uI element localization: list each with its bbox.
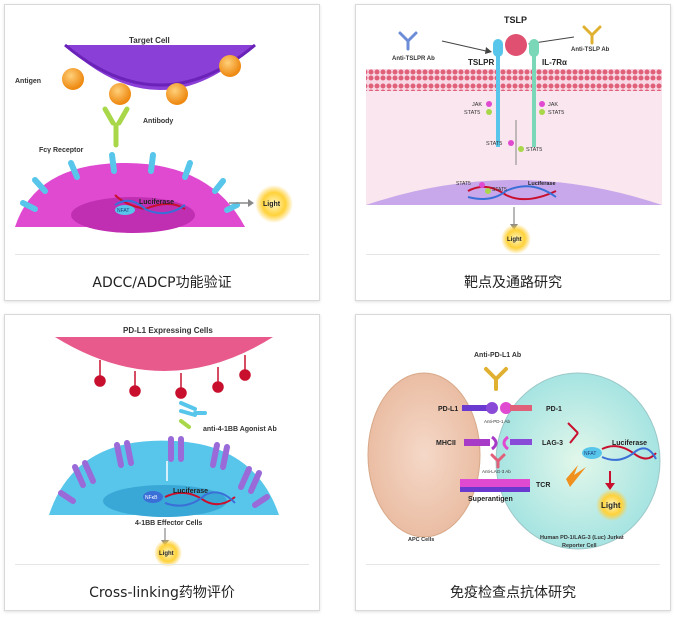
anti-tslp-label: Anti-TSLP Ab — [571, 47, 610, 53]
4-1bb-receptors — [58, 436, 270, 508]
anti-pdl1-label: Anti-PD-L1 Ab — [474, 352, 521, 359]
superantigen-bar — [460, 479, 530, 487]
luciferase-label: Luciferase — [173, 488, 208, 495]
card-caption: ADCC/ADCP功能验证 — [92, 275, 232, 291]
il7ra-label: IL-7Rα — [542, 58, 567, 67]
light-label: Light — [601, 501, 621, 510]
card-checkpoint[interactable]: Anti-PD-L1 Ab PD-L1 PD-1 Anti-PD-1 Ab MH… — [355, 314, 671, 611]
stat5-left-label: STAT5 — [464, 110, 480, 116]
nfat-label: NFAT — [117, 208, 129, 214]
agonist-label: anti-4-1BB Agonist Ab — [203, 426, 277, 433]
stat5-right-label: STAT5 — [548, 110, 564, 116]
mhcii-bar — [464, 439, 490, 446]
jurkat-label-1: Human PD-1/LAG-3 (Luc) Jurkat — [540, 535, 624, 541]
antibody-label: Antibody — [143, 118, 173, 125]
tslpr-receptor — [493, 39, 503, 147]
pdl1-ligands — [94, 355, 251, 399]
card-pathway[interactable]: TSLP Anti-TSLPR Ab Anti-TSLP Ab TSLPR IL… — [355, 4, 671, 301]
pd1-bar — [510, 405, 532, 411]
nucleus-shape — [366, 180, 662, 205]
stat5-mid-a-label: STAT5 — [486, 141, 502, 147]
card-caption: 靶点及通路研究 — [464, 275, 562, 291]
card-divider — [366, 564, 660, 565]
pdl1-cells-label: PD-L1 Expressing Cells — [123, 326, 213, 335]
light-glow — [154, 539, 182, 567]
stat5-nuc-b-label: STAT5 — [492, 187, 507, 193]
tslp-ball — [505, 34, 527, 56]
card-divider — [15, 564, 309, 565]
jak-right-label: JAK — [548, 102, 558, 108]
jak-left-label: JAK — [472, 102, 482, 108]
luciferase-label: Luciferase — [528, 181, 556, 187]
card-caption: 免疫检查点抗体研究 — [450, 585, 576, 601]
anti-tslpr-icon — [398, 31, 418, 51]
apc-label: APC Cells — [408, 537, 434, 543]
card-divider — [15, 254, 309, 255]
card-adcc[interactable]: Target Cell Antigen Antibody Fcγ Recepto… — [4, 4, 320, 301]
agonist-antibody-icon — [179, 401, 207, 429]
effector-label: 4-1BB Effector Cells — [135, 520, 202, 527]
anti-tslp-icon — [582, 25, 602, 45]
membrane — [366, 69, 662, 91]
jurkat-cell — [495, 372, 661, 550]
pdl1-label: PD-L1 — [438, 406, 458, 413]
card-caption: Cross-linking药物评价 — [89, 585, 235, 601]
adcc-diagram: Target Cell Antigen Antibody Fcγ Recepto… — [15, 36, 293, 233]
antigen-label: Antigen — [15, 78, 41, 85]
anti-lag3-label: Anti-LAG-3 Ab — [482, 469, 511, 474]
lag3-bar — [510, 439, 532, 445]
card-crosslinking[interactable]: PD-L1 Expressing Cells anti-4-1BB Agonis… — [4, 314, 320, 611]
antigen-orbs — [62, 55, 241, 105]
tcr-label: TCR — [536, 482, 550, 489]
anti-pdl1-icon — [484, 367, 508, 391]
light-glow — [255, 185, 293, 223]
pdl1-cell-shape — [55, 337, 273, 371]
light-label: Light — [159, 551, 174, 557]
pdl1-bar — [462, 405, 490, 411]
tslp-label: TSLP — [504, 15, 527, 25]
light-glow — [596, 489, 628, 521]
target-cell-label: Target Cell — [129, 36, 170, 45]
stat5-mid-b-label: STAT5 — [526, 147, 542, 153]
anti-tslpr-label: Anti-TSLPR Ab — [392, 56, 435, 62]
light-glow — [501, 224, 531, 254]
fc-receptor-label: Fcγ Receptor — [39, 147, 84, 154]
apc-cell — [367, 372, 481, 538]
fc-receptors — [20, 152, 240, 213]
luciferase-label: Luciferase — [139, 199, 174, 206]
anti-pd1-label: Anti-PD-1 Ab — [484, 419, 511, 424]
nfat-label: NFAT — [584, 451, 596, 457]
antibody-icon — [102, 106, 130, 148]
card-divider — [366, 254, 660, 255]
pd1-label: PD-1 — [546, 406, 562, 413]
stat5-nuc-a-label: STAT5 — [456, 181, 471, 187]
superantigen-label: Superantigen — [468, 496, 513, 503]
target-cell-shape — [65, 45, 255, 90]
mhcii-label: MHCII — [436, 440, 456, 447]
jurkat-label-2: Reporter Cell — [562, 543, 597, 549]
tslpr-label: TSLPR — [468, 58, 494, 67]
checkpoint-diagram: Anti-PD-L1 Ab PD-L1 PD-1 Anti-PD-1 Ab MH… — [367, 352, 661, 550]
il7ra-receptor — [529, 39, 539, 147]
anti-lag3-icon — [490, 453, 506, 469]
pathway-diagram: TSLP Anti-TSLPR Ab Anti-TSLP Ab TSLPR IL… — [366, 15, 662, 254]
light-label: Light — [263, 201, 281, 208]
nfkb-label: NFκB — [145, 495, 158, 501]
lag3-label: LAG-3 — [542, 440, 563, 447]
crosslinking-diagram: PD-L1 Expressing Cells anti-4-1BB Agonis… — [49, 326, 279, 567]
light-label: Light — [507, 237, 522, 243]
luciferase-label: Luciferase — [612, 440, 647, 447]
